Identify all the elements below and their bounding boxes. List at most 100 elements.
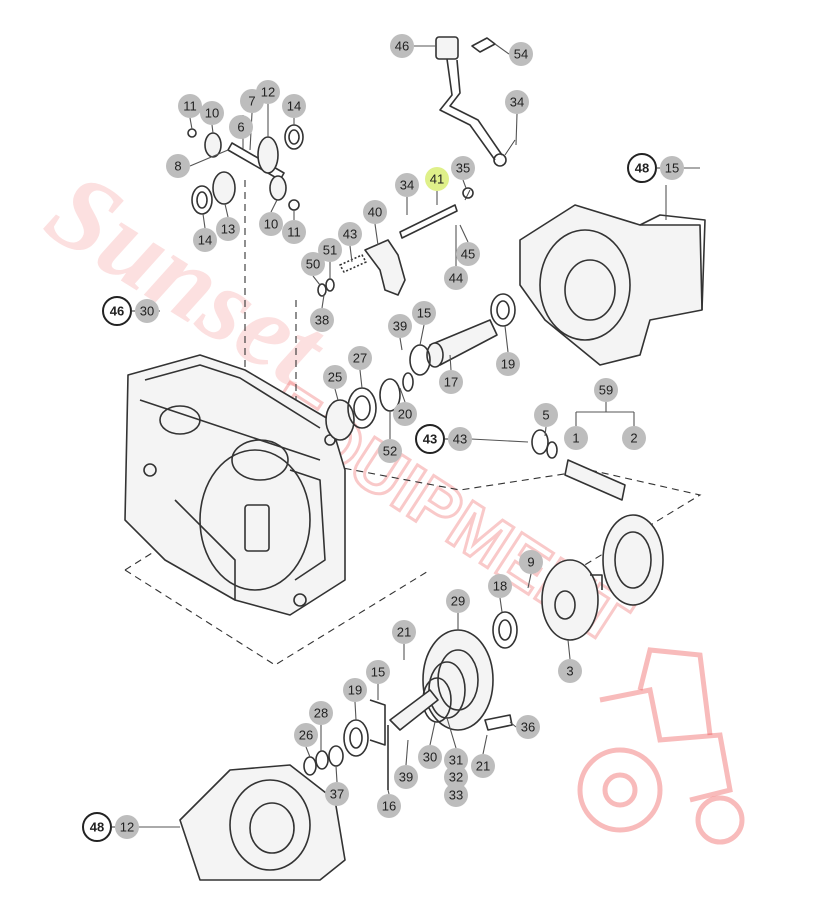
callout-25[interactable]: 25 [323, 365, 347, 389]
callout-12[interactable]: 12 [256, 80, 280, 104]
callout-circle [392, 620, 416, 644]
callout-circle [282, 94, 306, 118]
callout-21-a[interactable]: 21 [392, 620, 416, 644]
callout-11-b[interactable]: 11 [282, 220, 306, 244]
callout-label: 26 [299, 728, 313, 743]
callout-circle [558, 659, 582, 683]
callout-32[interactable]: 32 [444, 765, 468, 789]
clutch-assembly [325, 372, 414, 441]
callout-label: 51 [323, 243, 337, 258]
callout-9[interactable]: 9 [519, 550, 543, 574]
callout-label: 41 [430, 172, 444, 187]
callout-circle [594, 378, 618, 402]
callout-39-a[interactable]: 39 [388, 314, 412, 338]
callout-1[interactable]: 1 [564, 426, 588, 450]
ref-part-circle [135, 299, 159, 323]
callout-50[interactable]: 50 [301, 252, 325, 276]
ref-part-label: 12 [120, 820, 134, 835]
callout-52[interactable]: 52 [378, 439, 402, 463]
callout-30[interactable]: 30 [418, 745, 442, 769]
callout-2[interactable]: 2 [622, 426, 646, 450]
callout-40[interactable]: 40 [363, 200, 387, 224]
callout-label: 16 [382, 799, 396, 814]
callout-59[interactable]: 59 [594, 378, 618, 402]
callout-27[interactable]: 27 [348, 346, 372, 370]
ref-part-label: 30 [140, 304, 154, 319]
callout-10-a[interactable]: 10 [200, 101, 224, 125]
callout-26[interactable]: 26 [294, 723, 318, 747]
callout-circle [564, 426, 588, 450]
callout-31[interactable]: 31 [444, 748, 468, 772]
callout-16[interactable]: 16 [377, 794, 401, 818]
callout-18[interactable]: 18 [488, 574, 512, 598]
callout-circle [366, 660, 390, 684]
callout-19-b[interactable]: 19 [343, 678, 367, 702]
callout-19-a[interactable]: 19 [496, 352, 520, 376]
callout-10-b[interactable]: 10 [259, 212, 283, 236]
callout-15-a[interactable]: 15 [412, 301, 436, 325]
callout-35[interactable]: 35 [451, 156, 475, 180]
callout-8[interactable]: 8 [166, 154, 190, 178]
callout-3[interactable]: 3 [558, 659, 582, 683]
callout-label: 11 [183, 99, 197, 114]
callout-circle [505, 90, 529, 114]
callout-14-b[interactable]: 14 [193, 228, 217, 252]
callout-label: 52 [383, 444, 397, 459]
callout-34-mid[interactable]: 34 [395, 173, 419, 197]
callout-33[interactable]: 33 [444, 783, 468, 807]
callout-6[interactable]: 6 [229, 115, 253, 139]
callout-circle [534, 403, 558, 427]
callout-38[interactable]: 38 [310, 308, 334, 332]
callout-28[interactable]: 28 [309, 701, 333, 725]
callout-37[interactable]: 37 [325, 782, 349, 806]
callout-circle [343, 678, 367, 702]
callout-circle [390, 34, 414, 58]
callout-circle [325, 782, 349, 806]
pinion-shaft [409, 293, 516, 376]
callout-circle [193, 228, 217, 252]
callout-label: 9 [527, 555, 534, 570]
callout-circle [216, 217, 240, 241]
callout-5[interactable]: 5 [534, 403, 558, 427]
callout-39-b[interactable]: 39 [394, 765, 418, 789]
callout-11-a[interactable]: 11 [178, 94, 202, 118]
callout-17[interactable]: 17 [439, 370, 463, 394]
callout-label: 54 [514, 47, 528, 62]
shift-fork [317, 187, 474, 297]
callout-label: 34 [510, 95, 524, 110]
callout-circle [444, 748, 468, 772]
ref-group-label: 48 [635, 161, 649, 176]
callout-41[interactable]: 41 [425, 167, 449, 191]
callout-46-top[interactable]: 46 [390, 34, 414, 58]
callout-circle [446, 589, 470, 613]
callout-14-a[interactable]: 14 [282, 94, 306, 118]
callout-circle [310, 308, 334, 332]
callout-43-a[interactable]: 43 [338, 222, 362, 246]
callout-label: 28 [314, 706, 328, 721]
callout-15-b[interactable]: 15 [366, 660, 390, 684]
callout-label: 31 [449, 753, 463, 768]
callout-label: 34 [400, 178, 414, 193]
callout-51[interactable]: 51 [318, 238, 342, 262]
callout-circle [282, 220, 306, 244]
callout-29[interactable]: 29 [446, 589, 470, 613]
callout-circle [425, 167, 449, 191]
callout-label: 2 [630, 431, 637, 446]
callout-circle [412, 301, 436, 325]
callout-label: 25 [328, 370, 342, 385]
callout-54[interactable]: 54 [509, 42, 533, 66]
callout-34-top[interactable]: 34 [505, 90, 529, 114]
callout-21-b[interactable]: 21 [471, 754, 495, 778]
callout-13[interactable]: 13 [216, 217, 240, 241]
callout-label: 32 [449, 770, 463, 785]
callout-45[interactable]: 45 [456, 242, 480, 266]
callout-20[interactable]: 20 [393, 402, 417, 426]
callout-label: 37 [330, 787, 344, 802]
callout-44[interactable]: 44 [444, 266, 468, 290]
callout-36[interactable]: 36 [516, 715, 540, 739]
